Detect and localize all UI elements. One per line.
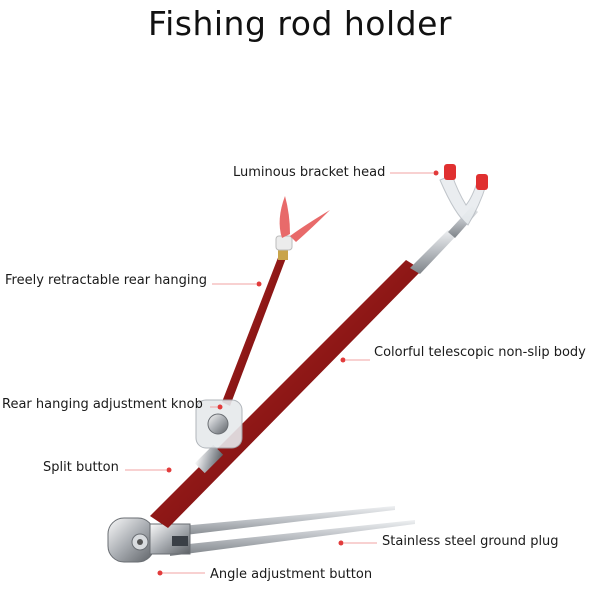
label-luminous-bracket-head: Luminous bracket head: [233, 165, 386, 180]
label-colorful-telescopic-body: Colorful telescopic non-slip body: [374, 345, 586, 360]
base-hinge: [107, 517, 191, 563]
label-split-button: Split button: [43, 460, 119, 475]
bracket-head: [439, 164, 488, 226]
leader-dots: [157, 170, 439, 576]
main-rod-body: [150, 206, 478, 528]
leader-lines: [125, 172, 433, 574]
rear-knob-joint: [195, 399, 243, 449]
label-rear-hanging-adjustment-knob: Rear hanging adjustment knob: [2, 397, 203, 412]
rear-hanging-rod: [222, 196, 330, 406]
label-stainless-steel-ground-plug: Stainless steel ground plug: [382, 534, 559, 549]
label-freely-retractable-rear-hanging: Freely retractable rear hanging: [5, 273, 207, 288]
page-title: Fishing rod holder: [148, 4, 452, 43]
ground-plug-spikes: [160, 506, 415, 556]
label-angle-adjustment-button: Angle adjustment button: [210, 567, 373, 582]
